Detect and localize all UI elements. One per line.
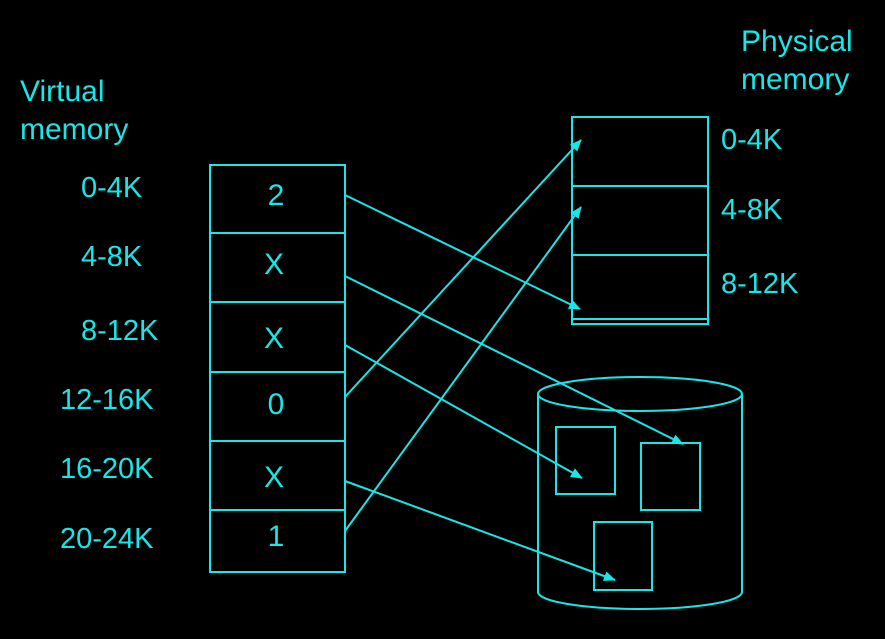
mapping-arrow <box>344 206 582 532</box>
mapping-arrow <box>344 139 582 398</box>
mapping-arrow <box>344 344 583 479</box>
disk-page <box>555 426 616 495</box>
virtual-range-label: 0-4K <box>81 172 143 204</box>
physical-range-label: 4-8K <box>721 194 783 226</box>
physical-range-label: 8-12K <box>721 268 799 300</box>
virtual-range-label: 20-24K <box>60 523 154 555</box>
mapping-arrow <box>344 480 616 581</box>
disk-page <box>593 521 653 591</box>
virtual-memory-title-line1: Virtual <box>20 75 105 108</box>
disk-icon <box>537 376 743 610</box>
physical-memory-block <box>571 116 709 325</box>
page-table-entry: 1 <box>268 520 285 553</box>
mapping-arrow <box>344 275 684 445</box>
physical-range-label: 0-4K <box>721 124 783 156</box>
physical-memory-title-line1: Physical <box>741 25 853 58</box>
page-table-entry: X <box>264 322 284 355</box>
virtual-memory-title-line2: memory <box>20 113 129 146</box>
virtual-memory-title: Virtual memory <box>20 73 128 149</box>
virtual-page-table <box>209 164 346 573</box>
virtual-range-label: 4-8K <box>81 241 143 273</box>
virtual-range-label: 8-12K <box>81 315 159 347</box>
page-table-entry: X <box>264 248 284 281</box>
virtual-range-label: 12-16K <box>60 384 154 416</box>
page-table-entry: X <box>264 461 284 494</box>
virtual-range-label: 16-20K <box>60 453 154 485</box>
disk-page <box>640 442 701 511</box>
physical-memory-title-line2: memory <box>741 63 850 96</box>
page-table-entry: 0 <box>268 388 285 421</box>
physical-memory-title: Physical memory <box>741 23 853 99</box>
mapping-arrow <box>344 194 581 310</box>
page-table-entry: 2 <box>268 179 285 212</box>
